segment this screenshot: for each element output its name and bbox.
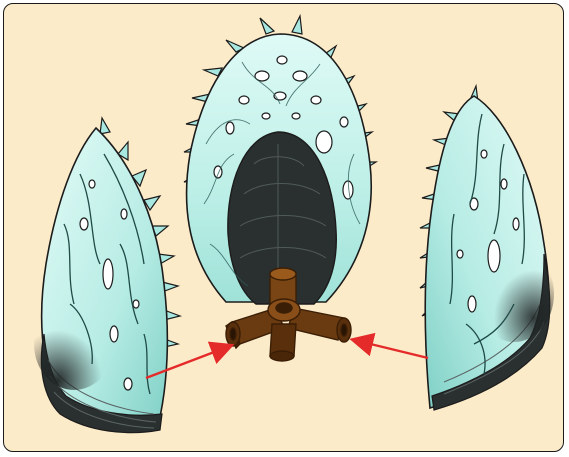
arrow-right-to-connector: [354, 340, 428, 358]
assembly-illustration: [4, 4, 564, 452]
left-shell-piece: [34, 118, 180, 433]
center-shell-piece: [184, 16, 376, 304]
right-shell-piece: [420, 86, 554, 410]
assembly-diagram-frame: [3, 3, 564, 452]
